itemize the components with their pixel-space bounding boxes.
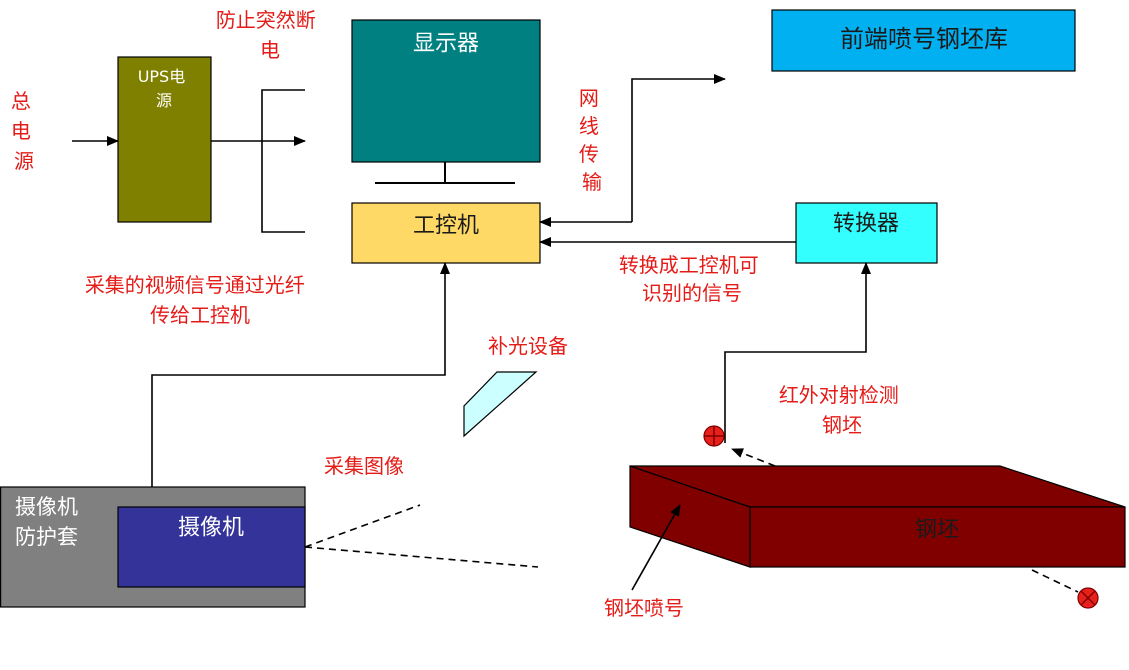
ups-box	[117, 56, 212, 223]
billet-warehouse-label: 前端喷号钢坯库	[840, 25, 1008, 53]
network-note-line: 网	[579, 86, 599, 110]
camera-housing-label-line: 防护套	[15, 525, 78, 549]
main-power-label-line: 电	[11, 119, 31, 143]
camera-to-ipc-arrow	[151, 262, 450, 487]
monitor-label: 显示器	[413, 32, 479, 57]
billet-label: 钢坯	[915, 518, 959, 543]
ups-note-line: 防止突然断	[216, 8, 316, 32]
billet-block	[629, 465, 1126, 568]
network-to-warehouse-arrow	[631, 74, 726, 222]
billet-front-face	[749, 506, 1126, 568]
network-note-line: 输	[582, 170, 602, 194]
network-note-line: 线	[579, 114, 599, 138]
infrared-sensor-left-icon	[703, 425, 725, 447]
camera-housing-label-line: 摄像机	[15, 495, 78, 519]
camera-view-line-upper	[304, 504, 421, 548]
main-power-label: 总 电 源	[11, 89, 37, 173]
network-note-line: 传	[579, 142, 599, 166]
ups-note: 防止突然断 电	[216, 8, 322, 62]
video-note: 采集的视频信号通过光纤 传给工控机	[85, 273, 311, 327]
video-note-line: 采集的视频信号通过光纤	[85, 273, 305, 297]
ups-label-line: UPS电	[138, 67, 186, 86]
infrared-sensor-right-icon	[1077, 587, 1099, 609]
main-power-label-line: 源	[14, 149, 34, 173]
ups-note-line: 电	[260, 38, 280, 62]
network-note: 网 线 传 输	[579, 86, 605, 194]
video-note-line: 传给工控机	[150, 303, 250, 327]
billet-warehouse-box	[771, 9, 1076, 72]
infrared-note: 红外对射检测 钢坯	[779, 383, 905, 437]
billet-marking-arrow	[631, 504, 681, 591]
camera-view-line-lower	[304, 546, 539, 568]
converter-label: 转换器	[833, 212, 899, 237]
converter-note: 转换成工控机可 识别的信号	[619, 253, 765, 305]
infrared-beam-right	[1031, 569, 1079, 593]
ups-label: UPS电 源	[138, 67, 191, 110]
camera-housing-label: 摄像机 防护套	[15, 495, 85, 549]
capture-note: 采集图像	[324, 454, 404, 478]
camera-box	[117, 506, 306, 588]
converter-box	[795, 202, 938, 264]
converter-note-line: 转换成工控机可	[619, 253, 759, 277]
infrared-note-line: 钢坯	[822, 413, 862, 437]
billet-marking-label: 钢坯喷号	[604, 596, 684, 620]
main-power-label-line: 总	[11, 89, 31, 113]
ipc-label: 工控机	[413, 214, 479, 239]
converter-note-line: 识别的信号	[642, 281, 742, 305]
sensor-to-converter-arrow	[724, 262, 871, 443]
camera-label: 摄像机	[178, 516, 244, 541]
ups-label-line: 源	[156, 91, 172, 110]
infrared-note-line: 红外对射检测	[779, 383, 899, 407]
fill-light-shape	[463, 371, 538, 438]
infrared-beam-left	[731, 448, 776, 467]
ups-output-bracket	[261, 89, 305, 233]
fill-light-label: 补光设备	[488, 334, 568, 358]
